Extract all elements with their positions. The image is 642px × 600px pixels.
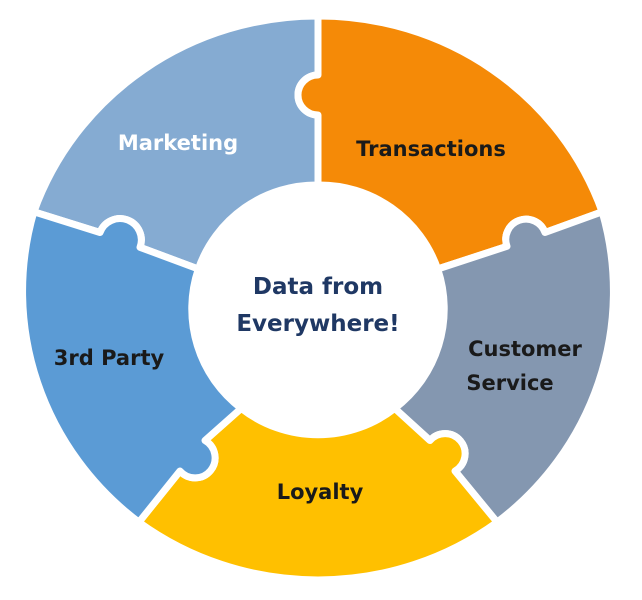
label-third-party: 3rd Party (54, 346, 165, 370)
segment-third-party (19, 208, 245, 526)
label-loyalty: Loyalty (277, 480, 364, 504)
center-label-line1: Data from (253, 274, 383, 300)
center-circle (195, 185, 441, 431)
label-marketing: Marketing (118, 131, 238, 155)
center-label-line2: Everywhere! (236, 311, 399, 337)
label-customer-service-line2: Service (466, 371, 553, 395)
label-transactions: Transactions (356, 137, 506, 161)
label-customer-service-line1: Customer (468, 337, 582, 361)
